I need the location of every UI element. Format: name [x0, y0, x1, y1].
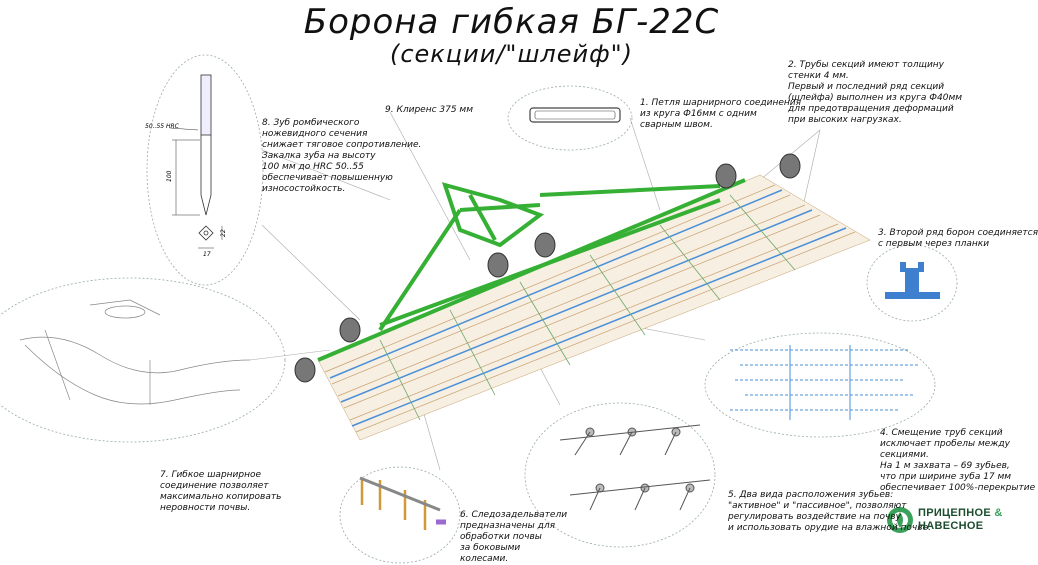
hinge-detail-bubble — [0, 277, 286, 443]
note-5: 5. Два вида расположения зубьев:"активно… — [728, 490, 931, 533]
loop-detail-bubble — [507, 85, 633, 151]
wheel-right-1 — [715, 163, 737, 189]
tooth-mode-bubble — [524, 402, 716, 548]
loop-drawing — [529, 107, 621, 123]
section-tubes — [329, 189, 847, 427]
hinge-sketch — [19, 299, 251, 405]
wheel-center-1 — [487, 252, 509, 278]
track-eraser-bubble — [339, 466, 461, 564]
leaf-logo-icon — [887, 507, 913, 533]
brand-amp: & — [994, 507, 1003, 519]
tine-field — [317, 174, 871, 441]
main-frame — [317, 178, 746, 362]
tube-offset-drawing — [730, 345, 920, 420]
page-subtitle: (секции/"шлейф") — [389, 40, 634, 68]
wheel-right-2 — [779, 153, 801, 179]
tooth-height-label: 100 — [166, 170, 173, 182]
brand-logo: ПРИЦЕПНОЕ & НАВЕСНОЕ — [884, 505, 1019, 535]
brand-line2: НАВЕСНОЕ — [918, 520, 984, 532]
plank-drawing — [885, 262, 940, 299]
track-eraser-drawing — [359, 476, 446, 530]
wheels — [294, 153, 801, 383]
note-9: 9. Клиренс 375 мм — [385, 105, 474, 115]
hitch — [441, 182, 545, 248]
brand-line1: ПРИЦЕПНОЕ — [918, 507, 991, 519]
wheel-front-left — [294, 357, 316, 383]
wheel-center-2 — [534, 232, 556, 258]
page-title: Борона гибкая БГ-22С — [303, 2, 720, 42]
tooth-mode-drawing — [559, 424, 711, 511]
tooth-hardness-label: 50..55 HRC — [145, 123, 180, 130]
tooth-detail-bubble — [146, 54, 264, 286]
tube-offset-bubble — [704, 332, 936, 438]
tooth-side-label: 22 — [220, 229, 227, 237]
plank-detail-bubble — [866, 244, 958, 322]
tooth-width-label: 17 — [203, 251, 211, 258]
wheel-rear-left — [339, 317, 361, 343]
tooth-drawing — [169, 74, 223, 249]
harrow-machine — [294, 153, 871, 441]
